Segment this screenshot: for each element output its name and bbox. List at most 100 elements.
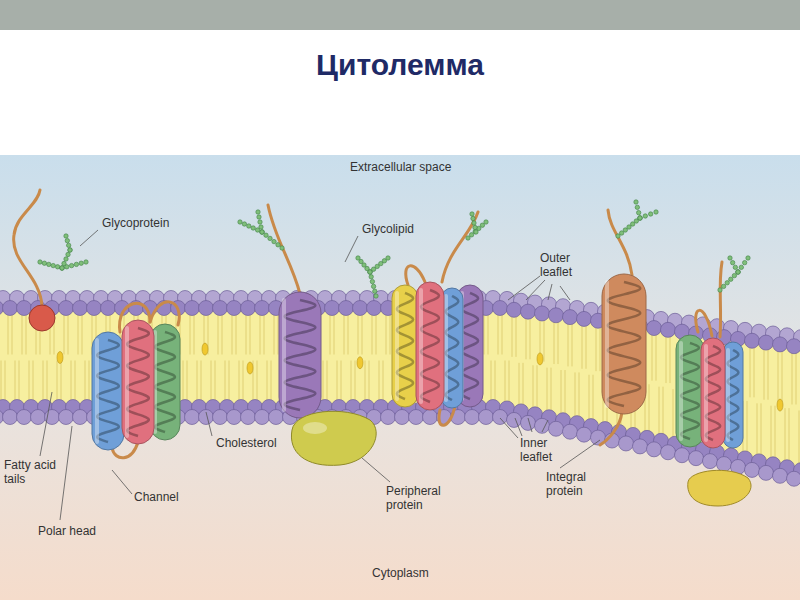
part-label: Outer leaflet xyxy=(540,251,586,279)
tail-line xyxy=(22,311,23,355)
highlight xyxy=(303,422,327,434)
highlight xyxy=(704,344,708,442)
tail-line xyxy=(561,370,562,416)
polypeptide-chain xyxy=(150,302,179,325)
tail-line xyxy=(586,322,587,369)
sugar-bead xyxy=(64,257,68,261)
polar-head xyxy=(185,301,200,316)
leader-line xyxy=(542,420,548,432)
sugar-bead xyxy=(60,266,64,270)
tail-line xyxy=(579,372,580,418)
sugar-bead xyxy=(371,284,375,288)
polar-head xyxy=(619,436,634,451)
polar-head xyxy=(535,418,550,433)
protein-cylinder xyxy=(122,320,154,444)
glycoprotein-head xyxy=(29,305,55,331)
polar-head xyxy=(773,468,788,483)
leader-line xyxy=(526,280,545,300)
sugar-bead xyxy=(257,215,261,219)
polypeptide-chain xyxy=(600,412,622,445)
tail-line xyxy=(8,311,9,355)
tail-line xyxy=(554,318,555,364)
polar-head xyxy=(213,301,228,316)
polar-head xyxy=(759,465,774,480)
sugar-bead xyxy=(62,261,66,265)
tail-line xyxy=(362,311,363,355)
tail-line xyxy=(190,311,191,355)
polypeptide-chain xyxy=(442,212,478,282)
polar-head xyxy=(717,457,732,472)
polypeptide-chain xyxy=(439,406,455,425)
tail-line xyxy=(747,401,748,454)
highlight xyxy=(679,341,683,441)
sugar-bead xyxy=(739,265,743,269)
tail-line xyxy=(789,408,790,463)
tail-line xyxy=(785,408,786,463)
sugar-bead xyxy=(260,230,264,234)
highlight xyxy=(125,326,129,438)
tail-line xyxy=(47,361,48,405)
polypeptide-chain xyxy=(406,266,425,285)
highlight xyxy=(395,291,399,401)
tail-line xyxy=(29,361,30,405)
cholesterol xyxy=(777,399,783,411)
highlight xyxy=(605,280,609,408)
tail-line xyxy=(523,363,524,407)
helix-protein xyxy=(416,282,444,410)
sugar-bead xyxy=(638,216,642,220)
sugar-bead xyxy=(260,230,264,234)
part-label: Inner leaflet xyxy=(520,436,566,464)
sugar-bead xyxy=(69,263,73,267)
tail-line xyxy=(775,406,776,460)
tail-line xyxy=(43,361,44,405)
highlight xyxy=(726,348,730,442)
sugar-bead xyxy=(471,216,475,220)
polar-head xyxy=(661,445,676,460)
tail-line xyxy=(243,361,244,405)
leader-line xyxy=(60,426,72,520)
protein-cylinder xyxy=(92,332,124,450)
sugar-bead xyxy=(746,256,750,260)
sugar-bead xyxy=(65,238,69,242)
part-label: Polar head xyxy=(38,524,128,538)
tail-line xyxy=(509,361,510,405)
polar-head xyxy=(493,301,508,316)
alpha-helix xyxy=(155,332,175,432)
leader-line xyxy=(560,286,570,300)
tail-line xyxy=(796,349,797,404)
sugar-bead xyxy=(736,270,740,274)
tail-line xyxy=(278,311,279,355)
polar-head xyxy=(493,410,508,425)
sugar-bead xyxy=(729,277,733,281)
sugar-bead xyxy=(38,260,42,264)
polar-head xyxy=(59,410,74,425)
part-label: Glycoprotein xyxy=(102,216,192,230)
polar-head xyxy=(241,301,256,316)
sugar-bead xyxy=(370,279,374,283)
tail-line xyxy=(211,361,212,405)
tail-line xyxy=(488,311,489,355)
sugar-bead xyxy=(721,284,725,288)
polypeptide-chain xyxy=(720,262,722,337)
background xyxy=(0,155,800,600)
sugar-bead xyxy=(648,212,652,216)
alpha-helix xyxy=(421,290,439,402)
alpha-helix xyxy=(608,282,640,406)
sugar-bead xyxy=(474,230,478,234)
tail-line xyxy=(582,322,583,369)
polar-head xyxy=(325,301,340,316)
sugar-bead xyxy=(725,281,729,285)
leader-line xyxy=(560,440,600,468)
alpha-helix xyxy=(97,340,119,442)
sugar-bead xyxy=(68,248,72,252)
helix-protein xyxy=(392,285,418,407)
sugar-bead xyxy=(619,231,623,235)
sugar-bead xyxy=(638,216,642,220)
tail-line xyxy=(271,361,272,405)
sugar-bead xyxy=(74,262,78,266)
sugar-bead xyxy=(718,288,722,292)
polar-head xyxy=(549,308,564,323)
cholesterol xyxy=(357,357,363,369)
tail-line xyxy=(792,349,793,404)
tail-line xyxy=(344,311,345,355)
